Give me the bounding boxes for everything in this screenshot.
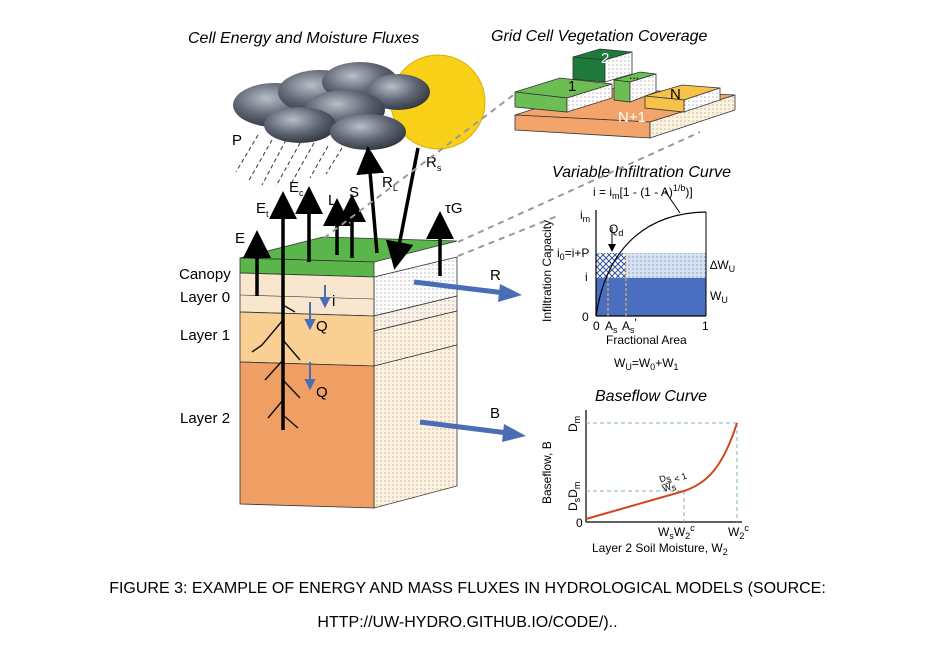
flux-label-i: i [332, 293, 335, 310]
svg-text:Ds: Ds [658, 471, 673, 486]
vegetation-tiles [514, 48, 736, 139]
flux-label-L: L [328, 192, 336, 209]
flux-label-Rs: Rs [426, 154, 442, 173]
flux-arrow-Rs [385, 147, 420, 270]
infiltration-chart [595, 190, 707, 317]
baseflow-tick-W2c: W2c [728, 523, 749, 541]
layer-0 [239, 272, 375, 317]
baseflow-tick-zero: 0 [576, 516, 583, 530]
vegetation-coverage-title: Grid Cell Vegetation Coverage [491, 28, 708, 45]
infiltration-tick-i0: i0=i+P [557, 246, 589, 262]
baseflow-curve-line [585, 422, 738, 520]
flux-label-S: S [349, 184, 359, 201]
baseflow-curve-title: Baseflow Curve [595, 388, 707, 405]
layer-label-2: Layer 2 [180, 410, 230, 427]
baseflow-tick-DsDm: DsDm [566, 482, 582, 511]
infiltration-ylabel: Infiltration Capacity [540, 220, 554, 322]
baseflow-chart [585, 410, 742, 523]
canopy-layer [239, 236, 458, 263]
flux-label-R: R [490, 267, 501, 284]
baseflow-tick-Dm: Dm [566, 416, 582, 432]
tile-label-N1: N+1 [618, 109, 646, 126]
layer-label-1: Layer 1 [180, 327, 230, 344]
infiltration-tick-zero-x: 0 [593, 319, 600, 333]
flux-label-B: B [490, 405, 500, 422]
flux-label-Q1: Q [316, 318, 328, 335]
tile-label-2: 2 [601, 50, 609, 67]
flux-label-Et: Et [256, 200, 269, 219]
flux-arrow-RL [356, 146, 385, 254]
infiltration-tick-im: im [580, 208, 590, 224]
infiltration-tick-As-prime: As' [622, 316, 637, 335]
infiltration-label-dWU: ∆WU [710, 258, 735, 274]
cloud-icon [233, 62, 430, 150]
layer-2 [239, 361, 375, 509]
flux-label-RL: RL [382, 174, 398, 193]
figure-caption-line-1: FIGURE 3: EXAMPLE OF ENERGY AND MASS FLU… [109, 580, 826, 597]
baseflow-tick-WsW2c: WsW2c [658, 523, 695, 541]
baseflow-slope-ratio: Ds Ws < 1 [658, 471, 688, 496]
infiltration-tick-one: 1 [702, 319, 709, 333]
figure-caption-line-2: HTTP://UW-HYDRO.GITHUB.IO/CODE/).. [317, 614, 618, 631]
layer-label-canopy: Canopy [179, 266, 231, 283]
infiltration-equation: i = im[1 - (1 - A)1/b)] [593, 183, 693, 201]
rain-icon [235, 134, 343, 187]
tile-label-dots: ... [629, 68, 639, 82]
tile-label-N: N [670, 86, 681, 103]
flux-label-Ec: Ec [289, 179, 304, 198]
runoff-arrow [413, 279, 522, 302]
infiltration-curve-title: Variable Infiltration Curve [552, 164, 731, 181]
infiltration-label-Qd: Qd [609, 222, 623, 238]
infiltration-tick-zero-y: 0 [582, 310, 589, 324]
infiltration-balance: WU=W0+W1 [614, 356, 679, 372]
flux-label-E: E [235, 230, 245, 247]
svg-text:Ws: Ws [661, 480, 678, 496]
soil-column [239, 236, 458, 509]
flux-label-P: P [232, 132, 242, 149]
flux-label-Q2: Q [316, 384, 328, 401]
svg-text:< 1: < 1 [673, 471, 688, 485]
infiltration-tick-As: As [605, 319, 618, 335]
baseflow-arrow [419, 419, 526, 442]
tile-label-1: 1 [568, 78, 576, 95]
infiltration-label-WU: WU [710, 289, 728, 305]
cell-fluxes-title: Cell Energy and Moisture Fluxes [188, 30, 419, 47]
infiltration-xlabel: Fractional Area [606, 333, 687, 347]
baseflow-ylabel: Baseflow, B [540, 441, 554, 504]
baseflow-xlabel: Layer 2 Soil Moisture, W2 [592, 541, 728, 557]
infiltration-tick-i: i [585, 270, 588, 284]
flux-label-tauG: τG [445, 200, 463, 217]
layer-label-0: Layer 0 [180, 289, 230, 306]
